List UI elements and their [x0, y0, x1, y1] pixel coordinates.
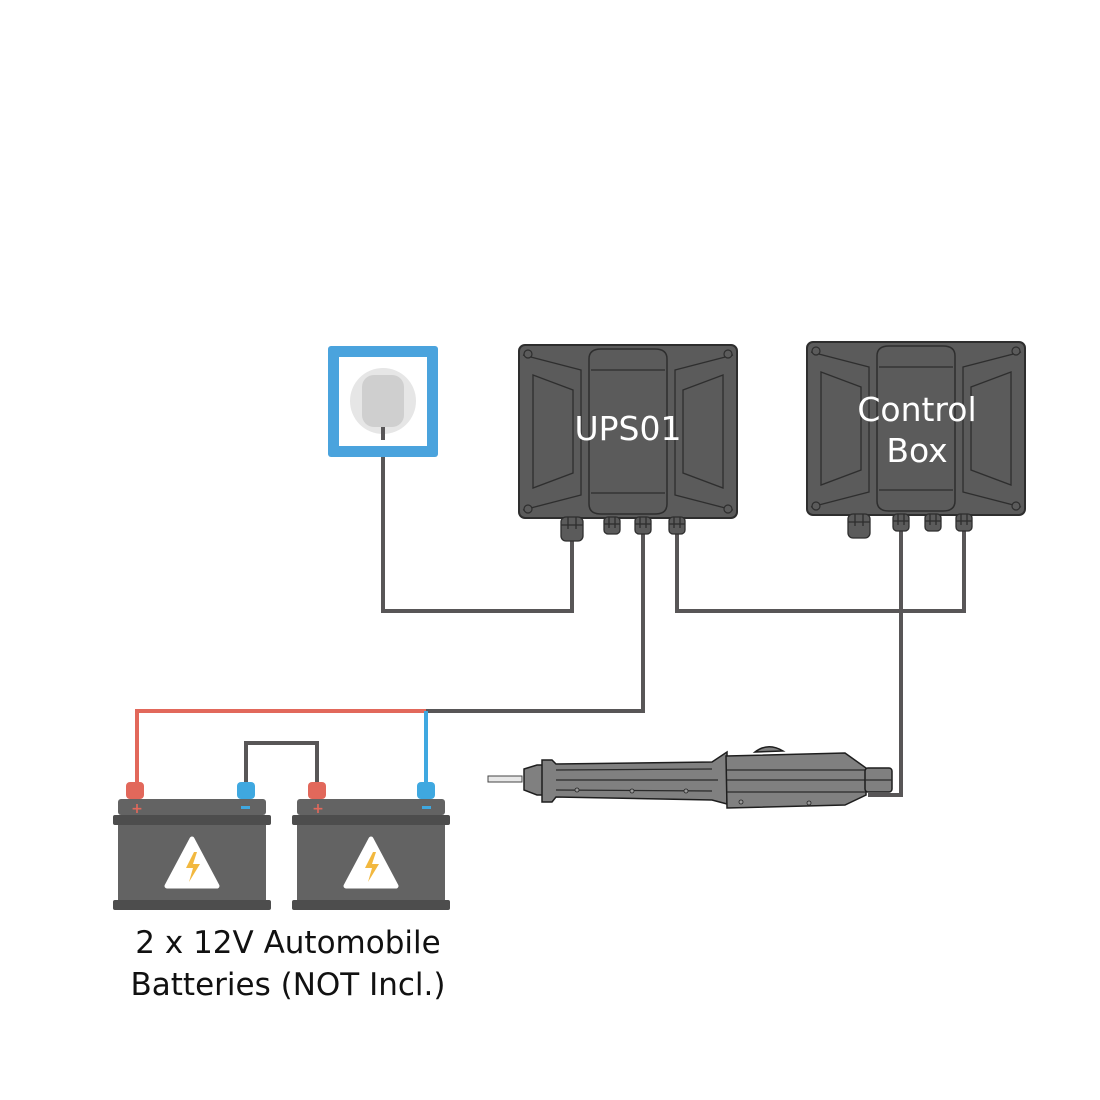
cable-gland — [924, 513, 942, 532]
battery-2: + — [292, 782, 450, 910]
cable-gland — [603, 516, 621, 535]
cable-gland — [955, 513, 973, 532]
negative-symbol — [241, 806, 250, 809]
positive-symbol: + — [131, 801, 143, 817]
actuator-tube — [541, 750, 728, 805]
ups-cable-glands — [560, 516, 686, 542]
battery-caption-line2: Batteries (NOT Incl.) — [130, 967, 446, 1003]
terminal-positive — [308, 782, 326, 799]
positive-symbol: + — [312, 801, 324, 817]
terminal-negative — [237, 782, 255, 799]
wire-positive — [135, 709, 426, 788]
cable-gland — [847, 513, 871, 539]
cable-gland — [560, 516, 584, 542]
wire-control-box-to-actuator — [868, 527, 903, 797]
battery-caption-line1: 2 x 12V Automobile — [135, 925, 441, 961]
linear-actuator-icon — [487, 746, 893, 809]
wire-outlet-to-ups — [381, 430, 574, 613]
wire-ups-to-control-box — [675, 527, 966, 613]
wall-outlet — [328, 346, 438, 457]
high-voltage-warning-icon — [343, 836, 399, 889]
terminal-positive — [126, 782, 144, 799]
control-box-label-line1: Control — [857, 390, 976, 429]
cable-gland — [892, 513, 910, 532]
battery-1: + — [113, 782, 271, 910]
wire-ups-to-batteries — [426, 530, 645, 713]
high-voltage-warning-icon — [164, 836, 220, 889]
terminal-negative — [417, 782, 435, 799]
control-box-cable-glands — [847, 513, 973, 539]
actuator-top-knob — [752, 746, 786, 753]
ups-label: UPS01 — [575, 409, 682, 448]
actuator-groove — [555, 768, 713, 771]
battery-caption: 2 x 12V Automobile Batteries (NOT Incl.) — [108, 922, 468, 1006]
control-box-label-line2: Box — [886, 431, 947, 470]
actuator-rod — [487, 775, 523, 783]
control-box-enclosure: Control Box — [806, 341, 1026, 539]
ups-enclosure: UPS01 — [518, 344, 738, 542]
battery-bank: + + — [113, 782, 450, 910]
wire-battery-link — [244, 741, 319, 788]
cable-gland — [668, 516, 686, 535]
cable-gland — [634, 516, 652, 535]
wires — [135, 430, 966, 797]
negative-symbol — [422, 806, 431, 809]
power-socket-icon — [362, 375, 404, 427]
